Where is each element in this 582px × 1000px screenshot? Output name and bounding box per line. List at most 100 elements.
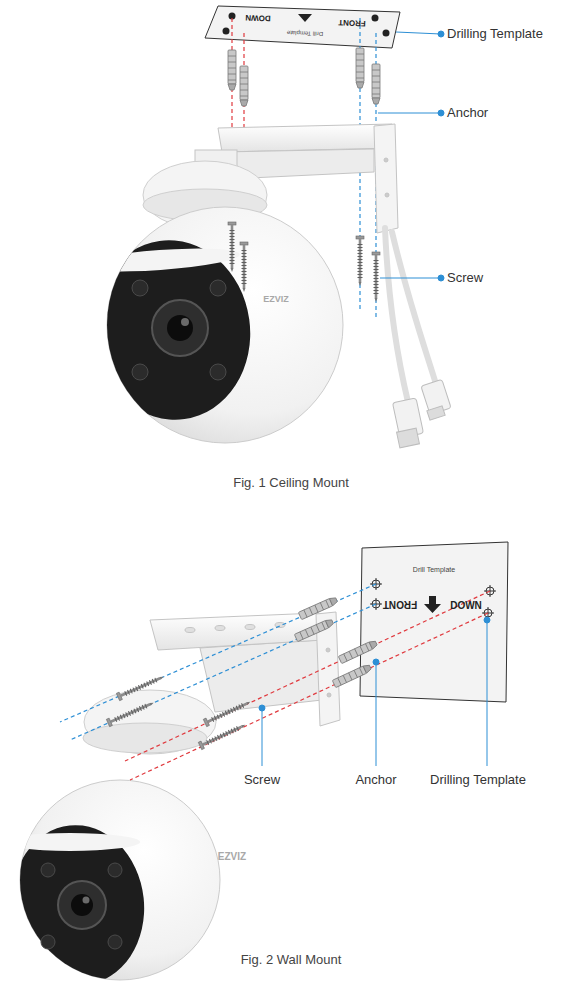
camera-cable [392, 232, 436, 384]
camera-ball [132, 364, 148, 380]
blue-alignment-line [60, 584, 376, 740]
wall-drilling-template [360, 542, 508, 702]
ceiling-drilling-template [205, 6, 400, 48]
leader-line [438, 110, 444, 116]
leader-line [376, 662, 377, 766]
wall-screw [106, 673, 252, 750]
template-text: Drill Template [287, 29, 323, 37]
camera-ball [108, 863, 122, 877]
ceiling-bracket [218, 124, 394, 152]
template-text: DOWN [450, 600, 482, 611]
wall-anchor [338, 639, 378, 663]
wall-screw [106, 699, 155, 727]
leader-line [438, 31, 444, 37]
callout-label: Anchor [447, 106, 488, 120]
cable-connector [397, 428, 420, 448]
wall-bracket [215, 626, 225, 631]
leader-line [259, 705, 265, 711]
wall-drilling-template [360, 542, 508, 702]
wall-screw [203, 698, 252, 726]
camera-ball [181, 318, 189, 326]
red-alignment-line [125, 591, 490, 761]
ceiling-bracket [374, 124, 398, 233]
camera-ball [210, 280, 226, 296]
leader-line [484, 617, 490, 623]
wall-anchor [332, 663, 372, 687]
ceiling-bracket [384, 158, 388, 162]
ceiling-anchor [228, 48, 380, 106]
ceiling-screw [372, 252, 380, 302]
blue-alignment-line [60, 584, 376, 722]
wall-bracket [185, 628, 195, 633]
brand-logo: EZVIZ [218, 851, 246, 862]
blue-alignment-line [70, 604, 376, 740]
ceiling-drilling-template [223, 28, 230, 35]
camera-ball [132, 280, 148, 296]
red-alignment-line [130, 613, 488, 780]
leader-line [373, 659, 379, 665]
wall-bracket [200, 640, 322, 712]
template-text: FRONT [338, 17, 366, 27]
wall-screw [116, 673, 165, 701]
leader-line [378, 31, 444, 281]
wall-anchor [294, 596, 378, 688]
callout-label: Drilling Template [430, 773, 526, 787]
figure-caption: Fig. 2 Wall Mount [241, 953, 342, 967]
cable-connector [427, 406, 445, 420]
figure-caption: Fig. 1 Ceiling Mount [233, 476, 349, 490]
camera-ball [167, 315, 193, 341]
ceiling-drilling-template [298, 14, 312, 22]
wall-bracket [245, 625, 255, 630]
wall-anchor [298, 596, 338, 620]
camera-cap [83, 723, 207, 753]
leader-line [487, 620, 488, 766]
template-text: FRONT [383, 599, 417, 610]
camera-ball [41, 863, 55, 877]
ceiling-screw [228, 222, 236, 272]
camera-ball [210, 364, 226, 380]
wall-bracket [326, 648, 330, 652]
ceiling-bracket [385, 193, 389, 197]
brand-logo: EZVIZ [263, 295, 289, 305]
camera-ball [0, 833, 140, 851]
wall-screw [198, 721, 247, 749]
camera-cap [84, 690, 216, 754]
template-text: Drill Template [413, 566, 455, 574]
camera-ball [41, 935, 55, 949]
ceiling-screw [228, 222, 380, 302]
ceiling-drilling-template [205, 6, 400, 48]
ceiling-anchor [228, 50, 236, 90]
ceiling-anchor [356, 48, 364, 88]
camera-ball [79, 207, 343, 443]
camera-ball [152, 300, 208, 356]
leader-line [259, 617, 490, 766]
ceiling-anchor [240, 66, 248, 106]
leader-line [396, 32, 441, 34]
leader-line [378, 113, 441, 114]
callout-label: Screw [447, 271, 483, 285]
camera-cable [385, 228, 436, 402]
wall-bracket [327, 693, 331, 697]
ceiling-screw [240, 242, 248, 292]
wall-anchor [294, 618, 334, 642]
leader-line [438, 275, 444, 281]
callout-label: Drilling Template [447, 27, 543, 41]
ceiling-drilling-template [372, 15, 379, 22]
cable-connector [393, 379, 452, 448]
camera-cap [83, 690, 216, 754]
camera-ball [83, 897, 90, 904]
red-alignment-line [125, 591, 490, 780]
callout-label: Screw [244, 773, 280, 787]
leader-line [262, 708, 263, 766]
camera-ball [58, 881, 106, 929]
template-text: DOWN [245, 12, 271, 22]
camera-ball [0, 780, 220, 991]
wall-drilling-template [424, 596, 441, 613]
wall-drilling-template [370, 578, 496, 619]
camera-ball [71, 894, 93, 916]
camera-ball [0, 819, 152, 992]
callout-label: Anchor [355, 773, 396, 787]
